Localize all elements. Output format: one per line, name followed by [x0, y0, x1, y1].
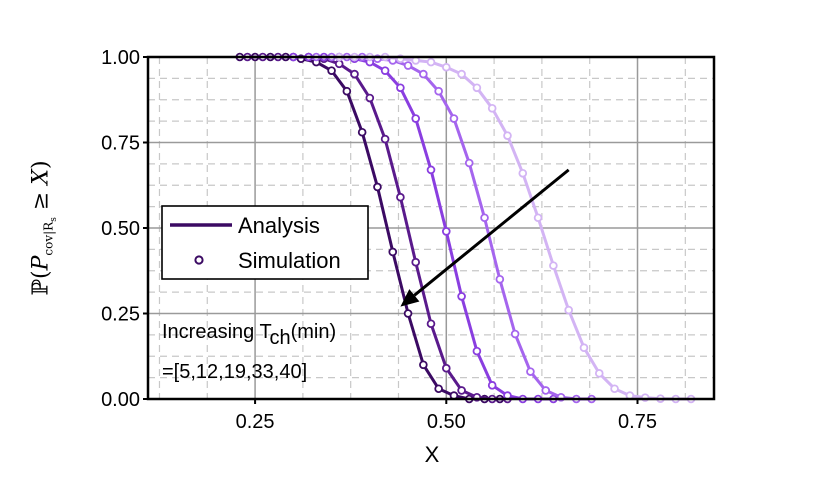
y-axis-label: ℙ(Pcov|Rs ≥ X) [28, 160, 60, 296]
y-tick-label: 0.75 [101, 133, 140, 155]
series-point-1 [342, 86, 352, 96]
series-point-5 [549, 261, 558, 270]
series-point-3 [487, 381, 497, 390]
y-tick-label: 0.00 [101, 389, 140, 411]
series-point-1 [434, 384, 443, 394]
series-point-4 [510, 329, 520, 339]
legend-box [161, 205, 369, 280]
series-point-2 [380, 134, 390, 144]
series-point-3 [411, 114, 421, 123]
series-point-1 [327, 66, 336, 75]
annotation-arrow [413, 168, 570, 297]
series-point-2 [426, 319, 436, 329]
series-point-5 [579, 343, 589, 353]
legend-marker-swatch [194, 255, 204, 265]
series-point-5 [472, 83, 482, 93]
series-point-1 [357, 127, 367, 137]
series-point-4 [419, 69, 428, 79]
x-tick-label: 0.25 [236, 411, 275, 433]
y-tick-label: 0.25 [101, 304, 140, 326]
legend-label-analysis: Analysis [238, 213, 320, 238]
series-point-4 [480, 213, 489, 223]
series-point-4 [403, 61, 413, 70]
series-point-5 [594, 369, 604, 378]
x-tick-label: 0.50 [427, 411, 466, 433]
series-point-5 [441, 62, 451, 72]
series-point-2 [441, 363, 451, 373]
series-point-4 [495, 274, 505, 284]
series-point-3 [426, 165, 436, 175]
series-point-5 [533, 213, 543, 223]
series-point-4 [526, 367, 535, 376]
annotation-line1: Increasing Tch(min) [162, 321, 336, 349]
annotation: Increasing Tch(min) =[5,12,19,33,40] [162, 168, 570, 383]
series-point-3 [441, 227, 451, 236]
series-point-3 [396, 83, 405, 93]
series-point-2 [457, 386, 466, 395]
series-point-4 [464, 158, 474, 168]
series-point-1 [403, 309, 413, 318]
series-point-5 [503, 131, 512, 140]
series-point-5 [518, 168, 528, 178]
y-tick-label: 1.00 [101, 47, 140, 69]
series-point-5 [487, 104, 497, 113]
series-point-3 [472, 346, 482, 356]
series-point-5 [426, 57, 436, 67]
legend: Analysis Simulation [161, 205, 369, 280]
series-point-4 [541, 386, 551, 395]
annotation-line2: =[5,12,19,33,40] [162, 361, 307, 383]
series-point-4 [449, 114, 459, 123]
series-point-2 [396, 192, 405, 202]
x-axis-label: X [425, 442, 440, 467]
series-point-3 [457, 292, 466, 301]
series-point-5 [457, 69, 466, 79]
x-tick-label: 0.75 [618, 411, 657, 433]
legend-label-simulation: Simulation [238, 248, 341, 273]
annotation-arrowhead [400, 289, 420, 307]
y-tick-label: 0.50 [101, 218, 140, 240]
series-point-2 [350, 69, 359, 79]
series-point-5 [564, 305, 573, 315]
series-point-5 [610, 384, 619, 394]
series-point-4 [434, 86, 443, 96]
series-point-3 [380, 66, 390, 75]
series-point-2 [334, 59, 344, 69]
series-point-2 [365, 93, 375, 103]
ticks: 0.00 0.25 0.50 0.75 1.00 0.25 0.50 0.75 [101, 47, 657, 433]
series-point-1 [388, 247, 398, 257]
series-point-2 [411, 257, 421, 267]
series-point-1 [419, 360, 428, 370]
series-point-1 [373, 182, 382, 192]
